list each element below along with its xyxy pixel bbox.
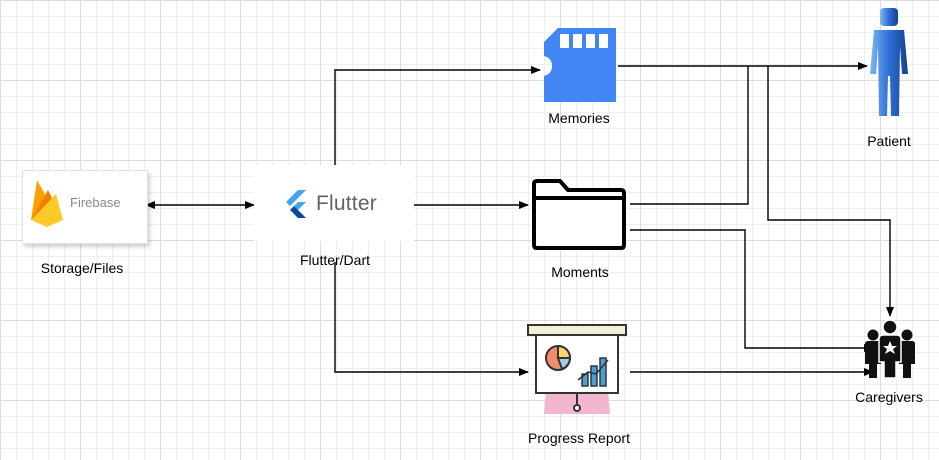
flutter-dart-label: Flutter/Dart — [299, 252, 371, 268]
presentation-chart-icon[interactable] — [524, 322, 630, 416]
firebase-flame-icon — [31, 180, 63, 227]
group-people-icon[interactable] — [862, 318, 918, 380]
edge-flutter-memories — [334, 66, 541, 165]
folder-icon[interactable] — [530, 178, 630, 252]
firebase-card[interactable] — [22, 170, 148, 244]
storage-files-label: Storage/Files — [40, 260, 124, 276]
edge-flutter-progress-report — [334, 262, 529, 376]
flutter-logo-icon — [286, 190, 306, 218]
edge-memories-caregivers — [767, 66, 894, 317]
moments-label: Moments — [551, 264, 609, 280]
memories-label: Memories — [548, 110, 610, 126]
patient-label: Patient — [867, 133, 911, 149]
sd-card-icon[interactable] — [540, 26, 620, 106]
edge-moments-patient — [630, 66, 749, 205]
person-icon[interactable] — [866, 6, 912, 118]
flutter-card[interactable] — [254, 165, 414, 241]
flutter-logo-text: Flutter — [316, 192, 377, 215]
progress-report-label: Progress Report — [528, 430, 630, 446]
firebase-logo-text: Firebase — [70, 195, 121, 210]
edge-moments-caregivers — [630, 229, 874, 352]
caregivers-label: Caregivers — [855, 389, 923, 405]
